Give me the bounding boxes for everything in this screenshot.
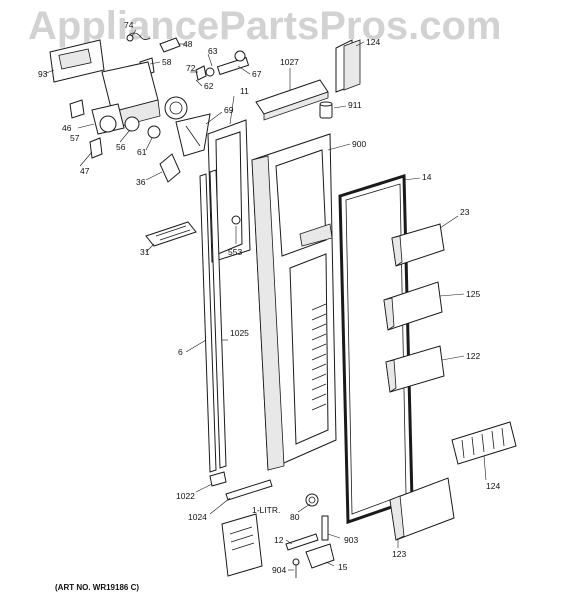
callout-553: 553 [228,247,243,257]
callout-57: 57 [70,133,80,143]
callout-46: 46 [62,123,72,133]
callout-1022: 1022 [176,491,195,501]
part-74-harness [126,32,151,42]
part-69-funnel [175,113,211,157]
part-1027-bar [255,79,329,121]
part-1025-trim-strip [209,169,227,469]
callout-58: 58 [162,57,172,67]
callout-1027: 1027 [280,57,299,67]
part-904-screw [292,558,300,578]
part-553-screw [231,215,241,225]
part-1022-bracket [209,471,227,487]
callout-31: 31 [140,247,150,257]
part-12-bracket [285,533,319,551]
callout-903: 903 [344,535,359,545]
part-36-chute [159,153,181,183]
part-dispenser-housing [91,61,188,139]
callout-1024: 1024 [188,512,207,522]
part-900-door [251,133,337,471]
callout-911: 911 [348,100,362,110]
callout-122: 122 [466,351,481,361]
part-911-cap [319,101,333,119]
callout-67: 67 [252,69,262,79]
part-48-bracket [159,37,181,53]
callout-900: 900 [352,139,367,149]
part-903-hinge-pin [321,515,329,541]
part-123-bottom-bin [389,477,455,541]
callout-124-top: 124 [366,37,381,47]
part-23-door-bin [391,223,445,267]
callout-69: 69 [224,105,234,115]
art-number: (ART NO. WR19186 C) [55,583,140,592]
part-11-frame [207,119,251,263]
callout-123: 123 [392,549,407,559]
part-14-gasket [338,173,414,525]
callout-6: 6 [178,347,183,357]
callout-36: 36 [136,177,146,187]
door-shelf-ribs [311,303,327,411]
callout-1025: 1025 [230,328,249,338]
part-46-switch [69,99,85,119]
callout-56: 56 [116,142,126,152]
callout-48: 48 [183,39,193,49]
watermark: AppliancePartsPros.com [28,4,502,48]
part-63-67-rod [205,50,250,77]
callout-14: 14 [422,172,432,182]
part-124-top-channel [335,39,361,93]
callout-125: 125 [466,289,481,299]
callout-47: 47 [80,166,90,176]
callout-80: 80 [290,512,300,522]
part-47-bracket [89,137,103,159]
callout-1-litr: 1-LITR. [252,505,281,515]
part-1024-bracket [225,479,273,501]
callout-61: 61 [137,147,147,157]
part-125-door-bin [383,281,443,331]
part-122-door-bin [385,345,445,393]
callout-904: 904 [272,565,287,575]
part-93-control-panel [43,39,105,83]
callout-72: 72 [186,63,196,73]
part-72-clip [195,65,207,81]
callout-62: 62 [204,81,214,91]
callout-63: 63 [208,46,218,56]
callout-124: 124 [486,481,501,491]
part-124-wire-rack [451,421,517,465]
callout-74: 74 [124,20,134,30]
callout-93: 93 [38,69,48,79]
part-6-trim-strip [199,173,217,473]
callout-11: 11 [240,86,249,96]
part-literature-booklet [221,513,263,577]
callout-15: 15 [338,562,348,572]
callout-12: 12 [274,535,284,545]
part-31-grille [145,221,197,247]
callout-23: 23 [460,207,470,217]
part-80-bushing [305,493,319,507]
part-15-hinge [305,543,335,569]
leader-lines [77,29,487,571]
